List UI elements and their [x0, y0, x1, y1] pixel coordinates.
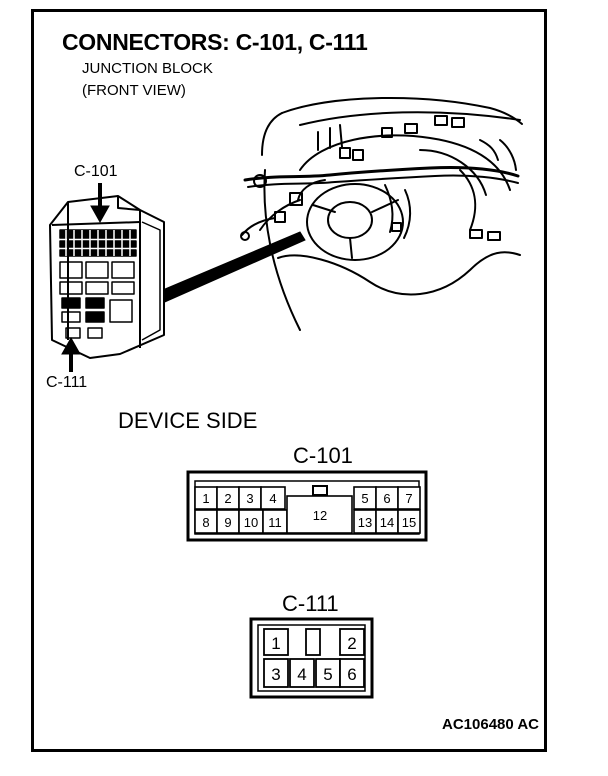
- figure-id: AC106480 AC: [442, 716, 539, 733]
- subtitle-front-view: (FRONT VIEW): [82, 82, 186, 99]
- c111-connector: 1 2 3 4 5 6: [249, 617, 374, 699]
- c101-pin-12: 12: [313, 508, 327, 523]
- subtitle-junction-block: JUNCTION BLOCK: [82, 60, 213, 77]
- diagram-title: CONNECTORS: C-101, C-111: [62, 29, 368, 55]
- junction-block-illustration: [49, 195, 165, 359]
- c101-pin-9: 9: [224, 515, 231, 530]
- c101-pin-6: 6: [383, 491, 390, 506]
- c101-pin-4: 4: [269, 491, 276, 506]
- callout-c111: C-111: [46, 374, 88, 391]
- c111-connector-label: C-111: [282, 591, 339, 616]
- c101-pin-5: 5: [361, 491, 368, 506]
- c101-pin-7: 7: [405, 491, 412, 506]
- c101-connector: 1 2 3 4 5 6 7 8 9 10 11 12 13 14 15: [186, 470, 428, 542]
- c111-pin-3: 3: [271, 665, 280, 684]
- c101-pin-3: 3: [246, 491, 253, 506]
- callout-arrows: [61, 183, 110, 372]
- c101-pin-8: 8: [202, 515, 209, 530]
- c101-pin-11: 11: [268, 515, 282, 530]
- c101-pin-13: 13: [358, 515, 372, 530]
- callout-c101: C-101: [74, 163, 118, 180]
- c101-connector-label: C-101: [293, 443, 353, 468]
- location-leader: [157, 231, 306, 306]
- c101-pin-10: 10: [244, 515, 258, 530]
- c111-pin-2: 2: [347, 634, 356, 653]
- device-side-heading: DEVICE SIDE: [118, 408, 258, 433]
- c111-pin-5: 5: [323, 665, 332, 684]
- c101-pin-15: 15: [402, 515, 416, 530]
- diagram-frame: [31, 9, 547, 752]
- c101-pin-2: 2: [224, 491, 231, 506]
- c111-pin-4: 4: [297, 665, 306, 684]
- c101-pin-14: 14: [380, 515, 394, 530]
- c111-pin-6: 6: [347, 665, 356, 684]
- dashboard-illustration: [240, 97, 523, 331]
- c101-pin-1: 1: [202, 491, 209, 506]
- c111-pin-1: 1: [271, 634, 280, 653]
